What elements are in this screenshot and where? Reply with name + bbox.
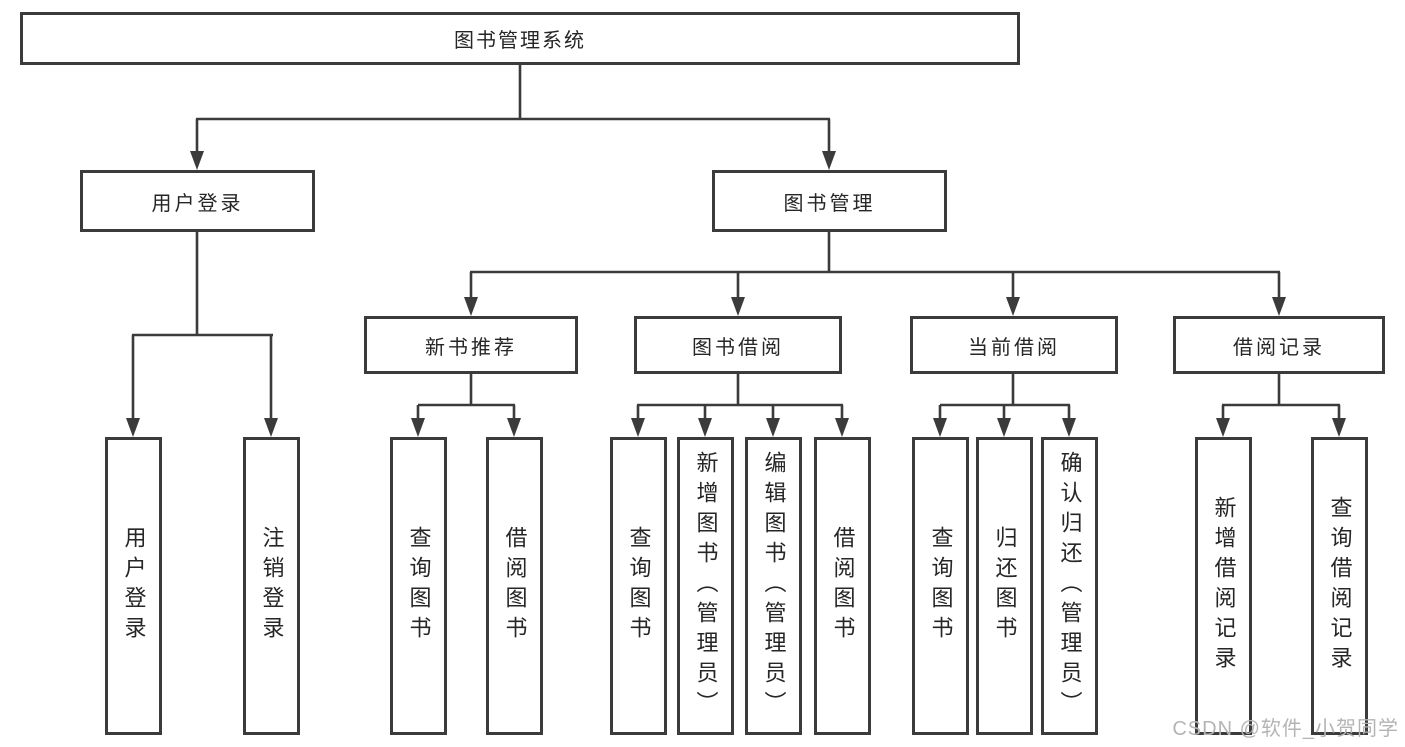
leaf-query-books-current: 查询图书	[912, 437, 969, 735]
node-label: 确认归还（管理员）	[1057, 451, 1083, 721]
node-label: 新书推荐	[425, 336, 517, 359]
node-label: 借阅图书	[830, 526, 856, 646]
leaf-add-borrow-record: 新增借阅记录	[1195, 437, 1252, 735]
leaf-confirm-return-admin: 确认归还（管理员）	[1041, 437, 1098, 735]
leaf-edit-books-admin: 编辑图书（管理员）	[745, 437, 802, 735]
leaf-borrow-books-recommend: 借阅图书	[486, 437, 543, 735]
node-label: 查询图书	[626, 526, 652, 646]
leaf-add-books-admin: 新增图书（管理员）	[677, 437, 734, 735]
node-label: 借阅图书	[502, 526, 528, 646]
node-borrowing-records: 借阅记录	[1173, 316, 1385, 374]
node-label: 查询图书	[406, 526, 432, 646]
node-label: 图书借阅	[692, 336, 784, 359]
node-current-borrowing: 当前借阅	[910, 316, 1118, 374]
csdn-watermark: CSDN @软件_小贺同学	[1172, 718, 1399, 740]
leaf-query-borrow-record: 查询借阅记录	[1311, 437, 1368, 735]
leaf-query-books-recommend: 查询图书	[390, 437, 447, 735]
node-label: 借阅记录	[1233, 336, 1325, 359]
node-label: 查询图书	[928, 526, 954, 646]
node-book-borrowing: 图书借阅	[634, 316, 842, 374]
node-label: 注销登录	[259, 526, 285, 646]
node-label: 归还图书	[992, 526, 1018, 646]
node-label: 编辑图书（管理员）	[761, 451, 787, 721]
leaf-query-books-borrowing: 查询图书	[610, 437, 667, 735]
leaf-return-books: 归还图书	[976, 437, 1033, 735]
node-label: 用户登录	[151, 192, 244, 215]
node-label: 新增图书（管理员）	[693, 451, 719, 721]
node-book-management: 图书管理	[712, 170, 947, 232]
node-label: 新增借阅记录	[1211, 496, 1237, 676]
leaf-user-login: 用户登录	[105, 437, 162, 735]
node-label: 当前借阅	[968, 336, 1060, 359]
leaf-logout: 注销登录	[243, 437, 300, 735]
leaf-borrow-books-borrowing: 借阅图书	[814, 437, 871, 735]
node-label: 图书管理	[783, 192, 876, 215]
node-new-book-recommend: 新书推荐	[364, 316, 578, 374]
node-library-management-system: 图书管理系统	[20, 12, 1020, 65]
node-label: 查询借阅记录	[1327, 496, 1353, 676]
node-label: 图书管理系统	[454, 30, 586, 52]
node-user-login: 用户登录	[80, 170, 315, 232]
node-label: 用户登录	[121, 526, 147, 646]
